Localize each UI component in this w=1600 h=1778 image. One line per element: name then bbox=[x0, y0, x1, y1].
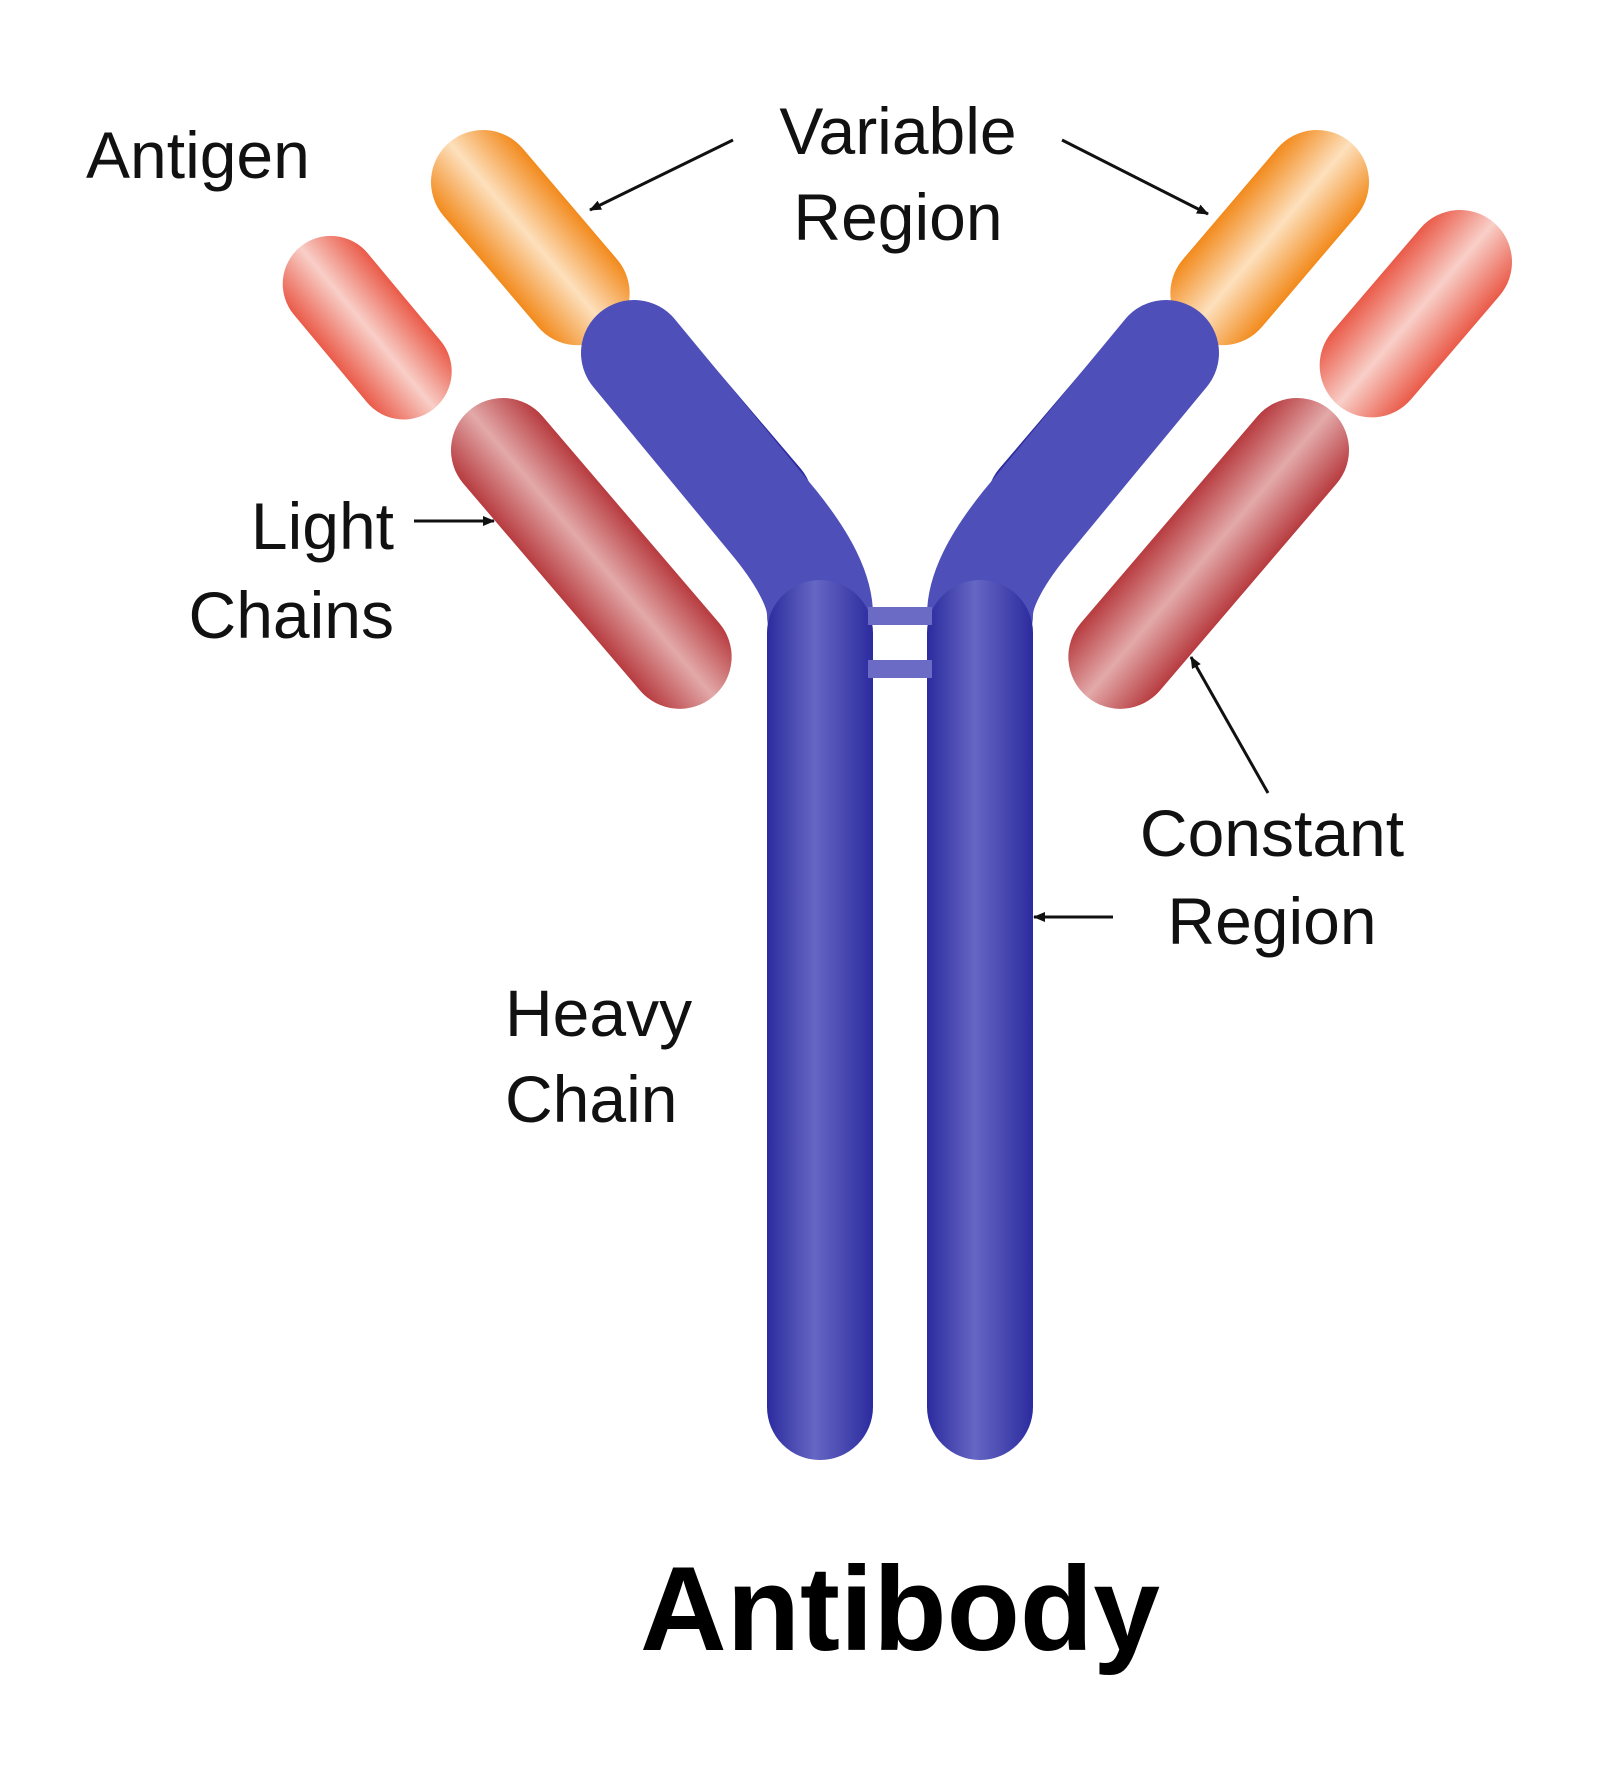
disulfide-bond bbox=[868, 607, 932, 625]
left-heavy-chain-variable bbox=[431, 130, 630, 346]
right-heavy-chain-variable bbox=[1170, 129, 1369, 346]
disulfide-bond bbox=[868, 660, 932, 678]
label-constant-region-line2: Region bbox=[1167, 884, 1376, 958]
label-variable-region-line1: Variable bbox=[779, 94, 1016, 168]
label-antigen: Antigen bbox=[86, 118, 310, 192]
right-heavy-chain-stem bbox=[927, 580, 1033, 1460]
arrow-variable-region-right bbox=[1061, 138, 1209, 216]
arrow-variable-region-left bbox=[589, 138, 734, 212]
label-heavy-chain-line1: Heavy bbox=[505, 976, 692, 1050]
right-light-chain-variable bbox=[1319, 209, 1512, 418]
label-constant-region-line1: Constant bbox=[1140, 796, 1404, 870]
right-light-chain-constant bbox=[1068, 397, 1349, 709]
arrow-constant-region-light bbox=[1189, 656, 1270, 794]
label-light-chains-line1: Light bbox=[251, 489, 394, 563]
diagram-title: Antibody bbox=[640, 1542, 1160, 1676]
label-light-chains-line2: Chains bbox=[189, 578, 394, 652]
label-heavy-chain-line2: Chain bbox=[505, 1062, 677, 1136]
left-light-chain-constant bbox=[451, 397, 732, 709]
left-heavy-chain-stem bbox=[767, 580, 873, 1460]
label-variable-region-line2: Region bbox=[793, 180, 1002, 254]
left-light-chain-variable bbox=[282, 235, 452, 420]
